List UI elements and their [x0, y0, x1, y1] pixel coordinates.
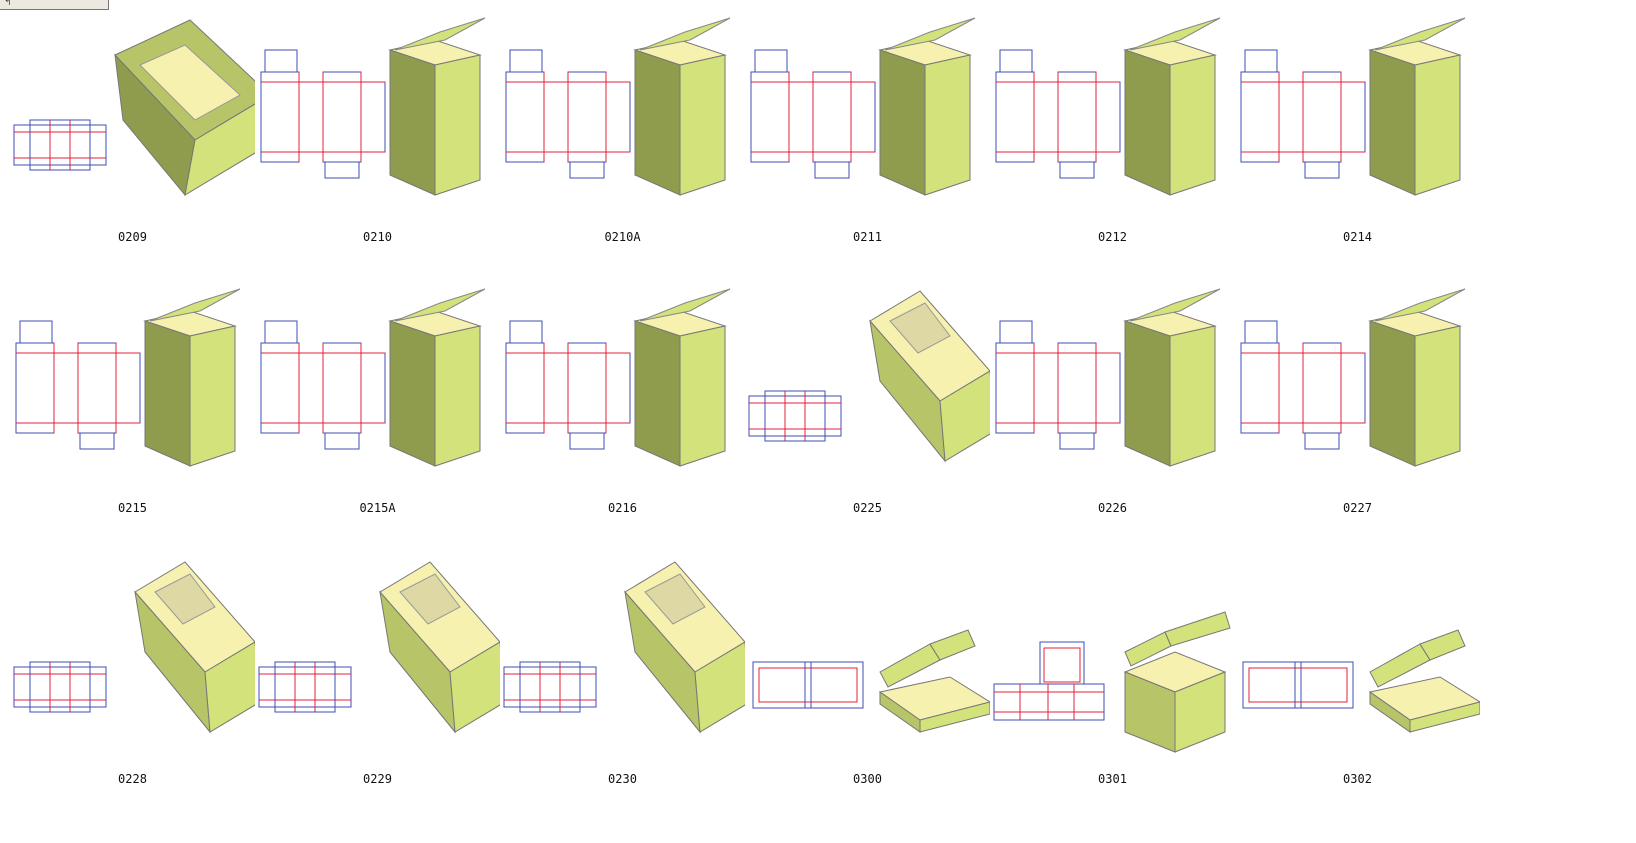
folded-box-render — [1123, 17, 1221, 196]
template-illustration — [13, 19, 255, 197]
template-code-label: 0215A — [359, 501, 396, 515]
template-illustration — [1242, 629, 1480, 733]
dieline-net — [505, 320, 631, 450]
box-template-item[interactable]: 0214 — [1235, 10, 1480, 281]
template-illustration — [503, 561, 745, 734]
box-template-item[interactable]: 0225 — [745, 281, 990, 552]
template-illustration — [505, 288, 731, 467]
dieline-net — [995, 49, 1121, 179]
template-illustration — [505, 17, 731, 196]
dieline-net — [1240, 320, 1366, 450]
template-illustration — [993, 611, 1231, 753]
template-code-label: 0300 — [853, 772, 882, 786]
folded-box-render — [1123, 288, 1221, 467]
folded-box-render — [869, 290, 990, 463]
folded-box-render — [134, 561, 255, 734]
dieline-net — [13, 661, 107, 713]
folded-box-render — [388, 288, 486, 467]
folder-up-icon[interactable]: ↰ — [4, 0, 12, 8]
template-code-label: 0212 — [1098, 230, 1127, 244]
box-template-item[interactable]: 0209 — [10, 10, 255, 281]
template-code-label: 0230 — [608, 772, 637, 786]
template-illustration — [995, 288, 1221, 467]
folded-box-render — [624, 561, 745, 734]
template-code-label: 0229 — [363, 772, 392, 786]
folded-box-render — [1368, 629, 1480, 733]
template-illustration — [15, 288, 241, 467]
box-template-item[interactable]: 0211 — [745, 10, 990, 281]
template-illustration — [260, 288, 486, 467]
box-template-item[interactable]: 0300 — [745, 552, 990, 823]
folded-box-render — [143, 288, 241, 467]
template-code-label: 0209 — [118, 230, 147, 244]
box-template-item[interactable]: 0301 — [990, 552, 1235, 823]
dieline-net — [993, 641, 1105, 721]
template-illustration — [995, 17, 1221, 196]
dieline-net — [505, 49, 631, 179]
folded-box-render — [633, 17, 731, 196]
template-code-label: 0210 — [363, 230, 392, 244]
template-code-label: 0225 — [853, 501, 882, 515]
folded-box-render — [1368, 288, 1466, 467]
template-illustration — [260, 17, 486, 196]
dieline-net — [750, 49, 876, 179]
toolbar-chip[interactable]: ↰ — [0, 0, 109, 10]
box-template-item[interactable]: 0216 — [500, 281, 745, 552]
template-code-label: 0216 — [608, 501, 637, 515]
dieline-net — [1242, 661, 1354, 709]
box-template-item[interactable]: 0212 — [990, 10, 1235, 281]
folded-box-render — [1368, 17, 1466, 196]
dieline-net — [752, 661, 864, 709]
dieline-net — [15, 320, 141, 450]
box-template-item[interactable]: 0229 — [255, 552, 500, 823]
box-template-item[interactable]: 0228 — [10, 552, 255, 823]
dieline-net — [258, 661, 352, 713]
dieline-net — [995, 320, 1121, 450]
template-code-label: 0210A — [604, 230, 641, 244]
dieline-net — [748, 390, 842, 442]
box-template-item[interactable]: 0215A — [255, 281, 500, 552]
folded-box-render — [878, 629, 990, 733]
box-template-item[interactable]: 0215 — [10, 281, 255, 552]
folded-box-render — [388, 17, 486, 196]
template-code-label: 0302 — [1343, 772, 1372, 786]
folded-box-render — [1123, 611, 1231, 753]
template-code-label: 0214 — [1343, 230, 1372, 244]
template-illustration — [748, 290, 990, 463]
box-template-item[interactable]: 0302 — [1235, 552, 1480, 823]
template-code-label: 0301 — [1098, 772, 1127, 786]
box-template-item[interactable]: 0210A — [500, 10, 745, 281]
template-code-label: 0228 — [118, 772, 147, 786]
template-illustration — [752, 629, 990, 733]
dieline-net — [13, 119, 107, 171]
dieline-net — [260, 320, 386, 450]
box-template-item[interactable]: 0226 — [990, 281, 1235, 552]
template-illustration — [258, 561, 500, 734]
box-template-item[interactable]: 0230 — [500, 552, 745, 823]
template-illustration — [750, 17, 976, 196]
template-code-label: 0227 — [1343, 501, 1372, 515]
box-template-item[interactable]: 0210 — [255, 10, 500, 281]
folded-box-render — [114, 19, 255, 197]
folded-box-render — [878, 17, 976, 196]
folded-box-render — [379, 561, 500, 734]
box-template-item[interactable]: 0227 — [1235, 281, 1480, 552]
template-illustration — [1240, 288, 1466, 467]
dieline-net — [260, 49, 386, 179]
dieline-net — [1240, 49, 1366, 179]
template-illustration — [13, 561, 255, 734]
template-code-label: 0215 — [118, 501, 147, 515]
template-code-label: 0211 — [853, 230, 882, 244]
dieline-net — [503, 661, 597, 713]
template-code-label: 0226 — [1098, 501, 1127, 515]
template-illustration — [1240, 17, 1466, 196]
folded-box-render — [633, 288, 731, 467]
